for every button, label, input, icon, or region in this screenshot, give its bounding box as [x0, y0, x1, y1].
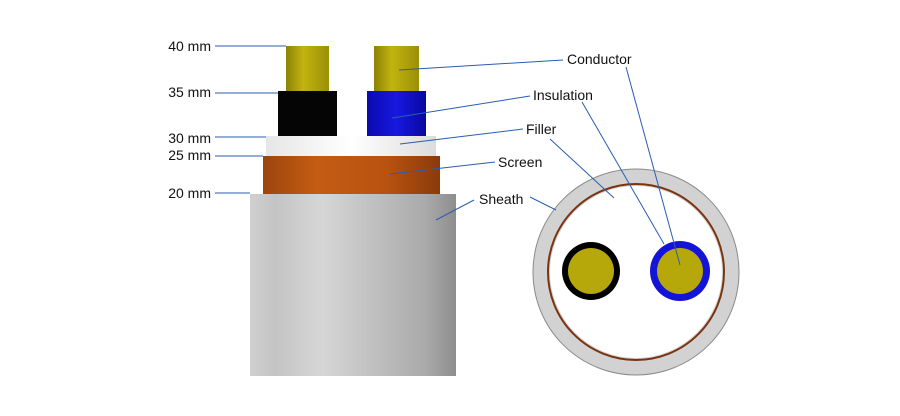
filler-leader-end	[549, 138, 615, 199]
cross-section-screen	[547, 183, 725, 361]
cross-section-left-conductor	[568, 248, 614, 294]
dimension-leader-lines	[215, 45, 286, 194]
sheath-layer	[250, 194, 456, 376]
cross-section-right-conductor	[657, 248, 703, 294]
screen-layer	[263, 156, 440, 194]
screen-leader-side	[389, 161, 496, 175]
conductor-leader-side	[398, 59, 564, 71]
component-leader-lines	[389, 59, 681, 266]
cross-section-filler	[550, 186, 722, 358]
blue-insulation	[367, 91, 426, 136]
sheath-leader-side	[435, 199, 475, 221]
dimension-label-35mm: 35 mm	[168, 84, 211, 100]
filler-leader-side	[399, 128, 524, 145]
dimension-label-25mm: 25 mm	[168, 147, 211, 163]
sheath-leader-end	[529, 196, 557, 211]
screen-label: Screen	[498, 154, 543, 170]
conductor-label: Conductor	[567, 51, 632, 67]
dimension-label-40mm: 40 mm	[168, 38, 211, 54]
left-conductor	[286, 46, 329, 91]
right-conductor	[374, 46, 419, 91]
conductor-leader-end	[625, 66, 681, 266]
insulation-leader-side	[391, 95, 531, 119]
filler-layer	[266, 136, 436, 156]
sheath-label: Sheath	[479, 191, 524, 207]
dimension-label-20mm: 20 mm	[168, 185, 211, 201]
dimension-label-30mm: 30 mm	[168, 130, 211, 146]
insulation-label: Insulation	[533, 87, 593, 103]
black-insulation	[278, 91, 337, 136]
insulation-leader-end	[581, 101, 665, 245]
filler-label: Filler	[526, 121, 557, 137]
